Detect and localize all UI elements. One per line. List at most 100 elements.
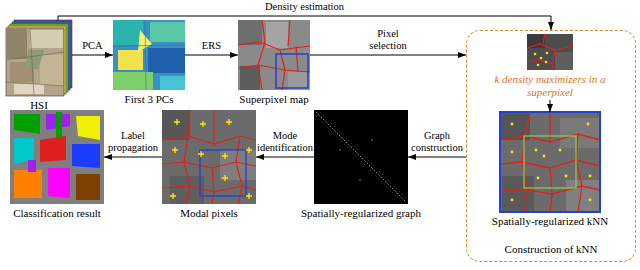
superpixel-crop-part — [534, 53, 537, 56]
image-node: Spatially-regularized kNN — [491, 112, 610, 228]
image-area — [314, 110, 408, 204]
hsi-cube-part — [26, 50, 44, 70]
knn-image-part — [543, 155, 546, 158]
graph-matrix-part — [339, 149, 340, 150]
classification-map — [10, 110, 104, 204]
step-label: ERS — [201, 40, 222, 52]
superpixel-crop-part — [527, 34, 573, 70]
image-caption: k density maximizers in a superpixel — [475, 73, 625, 99]
knn-image-part — [566, 180, 600, 212]
knn-image-part — [511, 199, 514, 202]
graph-matrix-part — [359, 179, 360, 180]
knn-image-part — [500, 112, 600, 212]
pc-image-part — [113, 20, 185, 90]
flow-arrow — [408, 157, 466, 158]
superpixel-crop-part — [527, 34, 545, 48]
flow-arrow — [256, 157, 314, 158]
image-node: Classification result — [9, 110, 105, 220]
image-caption: Superpixel map — [237, 93, 311, 106]
pc-image-part — [148, 48, 185, 73]
graph-matrix-part — [316, 112, 406, 202]
modal-image-part — [170, 119, 252, 199]
superpixel-crop-part — [537, 64, 540, 67]
knn-image-part — [565, 175, 568, 178]
image-node: Modal pixels — [161, 110, 257, 220]
pc-image-part — [113, 72, 153, 90]
image-caption: HSI — [5, 99, 73, 112]
knn-image-part — [500, 112, 600, 212]
classification-map-part — [76, 116, 100, 140]
superpixel-crop-part — [545, 61, 548, 64]
knn-image-part — [589, 175, 592, 178]
image-area — [500, 112, 600, 212]
step-label: Density estimation — [264, 1, 345, 13]
classification-map-part — [72, 144, 100, 168]
classification-map-part — [56, 112, 62, 138]
image-caption: Modal pixels — [161, 207, 257, 220]
superpixel-image-part — [238, 20, 262, 45]
superpixel-image-part — [240, 66, 260, 90]
knn-image-part — [589, 199, 592, 202]
graph-matrix — [314, 110, 408, 204]
image-caption: Classification result — [9, 207, 105, 220]
image-node: Spatially-regularized graph — [300, 110, 423, 220]
superpixel-image-part — [276, 54, 308, 88]
image-caption: Spatially-regularized graph — [300, 207, 423, 220]
hsi-cube-part — [40, 55, 63, 85]
classification-map-part — [28, 160, 36, 172]
pc-image-part — [113, 20, 185, 90]
pc-image-part — [150, 22, 185, 42]
hsi-cube-part — [6, 28, 64, 96]
modal-image-part — [162, 110, 256, 204]
flow-arrow — [550, 100, 551, 112]
classification-map-part — [14, 114, 40, 134]
classification-map-part — [48, 168, 70, 198]
superpixel-image-part — [238, 20, 310, 90]
superpixel-image-part — [266, 22, 288, 48]
knn-image-part — [537, 177, 540, 180]
graph-matrix-part — [371, 139, 372, 140]
hsi-cube-part — [6, 28, 64, 96]
image-node: Superpixel map — [237, 20, 311, 106]
superpixel-crop-part — [540, 57, 543, 60]
image-area — [238, 20, 310, 90]
image-area — [527, 34, 573, 70]
knn-image — [500, 112, 600, 212]
superpixel-crop-part — [555, 52, 573, 70]
classification-map-part — [10, 110, 104, 204]
modal-image-part — [162, 110, 190, 140]
knn-image-part — [511, 151, 514, 154]
image-node: HSI — [5, 20, 73, 112]
step-label: Pixel selection — [357, 28, 419, 52]
graph-matrix-part — [316, 116, 402, 202]
knn-image-part — [511, 123, 514, 126]
modal-image-part — [200, 150, 246, 196]
knn-image-part — [587, 123, 590, 126]
modal-image-part — [162, 110, 256, 204]
image-area — [113, 20, 185, 90]
superpixel-crop-part — [546, 52, 549, 55]
superpixel-image-part — [238, 20, 310, 90]
step-label: Graph construction — [408, 130, 466, 154]
hsi-cube — [6, 20, 72, 96]
flow-arrow — [58, 16, 551, 30]
image-node: First 3 PCs — [112, 20, 186, 106]
knn-image-part — [500, 112, 600, 212]
knn-image-part — [502, 176, 534, 212]
pc-image-part — [113, 20, 143, 45]
flow-arrow — [185, 55, 238, 56]
flow-arrow — [310, 55, 466, 56]
image-node: k density maximizers in a superpixel — [475, 34, 625, 99]
knn-image-part — [560, 118, 600, 148]
pc-image-part — [160, 76, 185, 90]
graph-matrix-part — [314, 110, 408, 204]
step-label: PCA — [81, 40, 103, 52]
group-box: Construction of kNNk density maximizers … — [466, 30, 636, 262]
graph-matrix-part — [320, 112, 406, 198]
knn-image-part — [559, 149, 562, 152]
pc-image — [113, 20, 185, 90]
modal-image — [162, 110, 256, 204]
image-area — [6, 20, 72, 96]
flow-arrow — [104, 157, 162, 158]
